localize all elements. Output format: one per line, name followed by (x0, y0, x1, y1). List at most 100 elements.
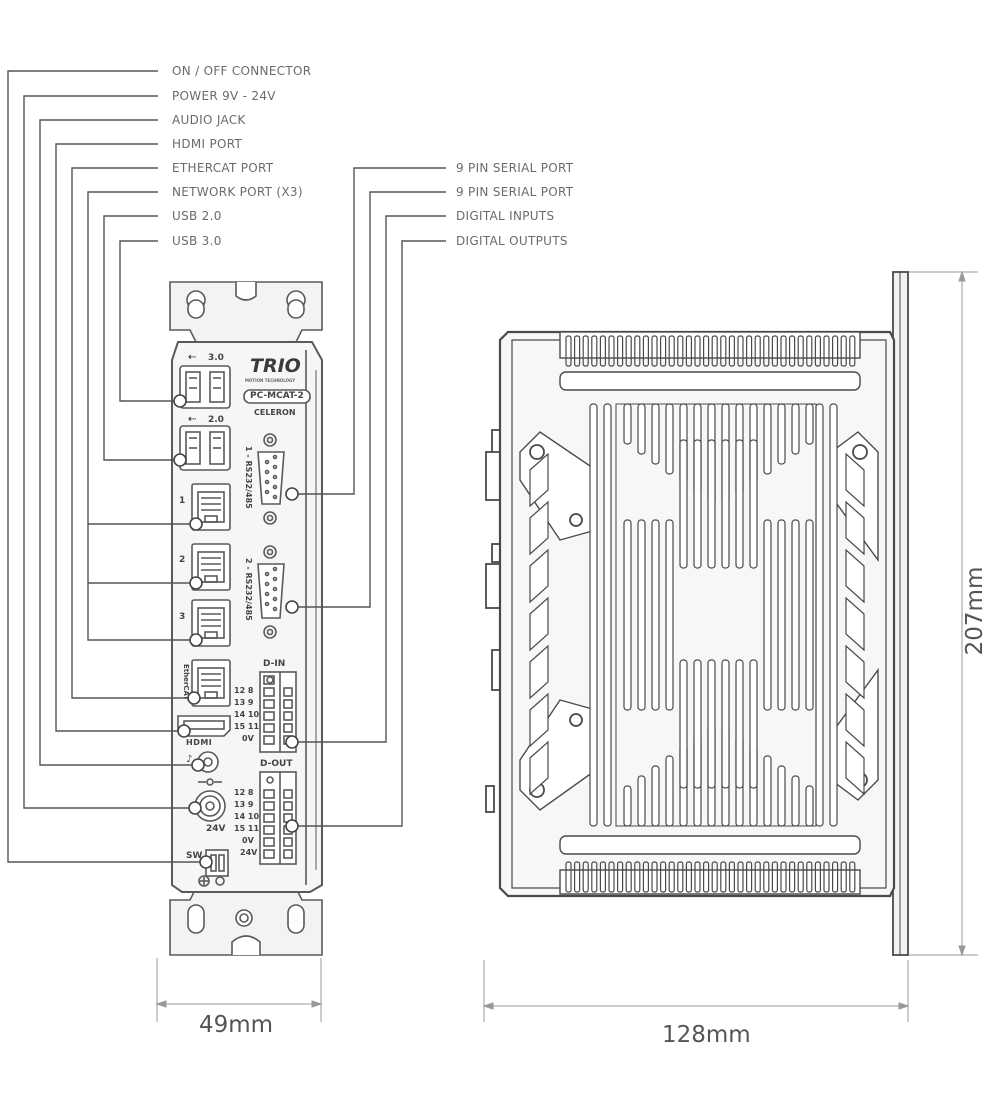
power-label: 24V (206, 824, 226, 834)
vent-slot (749, 439, 758, 569)
dout-row-2: 13 9 (234, 800, 254, 809)
fin (642, 335, 650, 367)
side-vent (845, 452, 865, 508)
fin (616, 335, 624, 367)
fin (591, 861, 598, 893)
vent-slot (679, 659, 688, 789)
fin (702, 335, 710, 367)
din-row-1: 12 8 (234, 686, 254, 695)
vent-slot (623, 519, 632, 711)
fin (651, 335, 658, 367)
fins-top (565, 335, 856, 367)
usb-icon: ⇠ (188, 352, 197, 363)
din-row-3: 14 10 (234, 710, 260, 719)
side-slots (529, 403, 865, 827)
switch-label: SW (186, 851, 203, 861)
callout-hdmi-port: HDMI PORT (172, 137, 243, 151)
dout-row-3: 14 10 (234, 812, 260, 821)
fin (745, 335, 753, 367)
din-row-4: 15 11 (234, 722, 260, 731)
fin (840, 861, 847, 893)
vent-slot (763, 755, 772, 827)
fin (608, 861, 615, 893)
fin (849, 861, 856, 893)
dimension-lines (155, 270, 978, 1022)
side-vent (845, 692, 865, 748)
fin (806, 335, 813, 367)
vent-slot (693, 439, 702, 569)
fin (711, 335, 718, 367)
fin (634, 335, 641, 367)
fins-bottom (565, 861, 856, 893)
callout-audio-jack: AUDIO JACK (172, 113, 246, 127)
fin (694, 861, 701, 893)
fin (763, 861, 770, 893)
side-vent (845, 596, 865, 652)
fin (582, 861, 589, 893)
dout-row-6: 24V (240, 848, 258, 857)
side-vent (529, 500, 549, 556)
fin (634, 861, 641, 893)
fin (659, 335, 667, 367)
fin (573, 335, 581, 367)
vent-slot (637, 403, 646, 455)
vent-slot (815, 403, 824, 827)
side-vent (529, 452, 549, 508)
fin (737, 335, 744, 367)
dimension-height: 207mm (962, 566, 988, 656)
vent-slot (623, 785, 632, 827)
fin (685, 861, 693, 893)
side-vent (529, 548, 549, 604)
fin (582, 335, 589, 367)
fin (616, 861, 624, 893)
vent-slot (665, 755, 674, 827)
side-vent (529, 644, 549, 700)
net2-label: 2 (179, 555, 186, 565)
vent-slot (805, 519, 814, 711)
dout-row-5: 0V (242, 836, 254, 845)
fin (814, 861, 822, 893)
vent-slot (693, 659, 702, 789)
fin (771, 335, 779, 367)
side-vent (529, 740, 549, 796)
side-vent (529, 692, 549, 748)
vent-slot (721, 439, 730, 569)
fin (565, 861, 572, 893)
usb-icon-2: ⇠ (188, 414, 197, 425)
fin (831, 335, 839, 367)
net3-label: 3 (179, 612, 186, 622)
vent-slot (791, 403, 800, 455)
fin (591, 335, 598, 367)
fin (685, 335, 693, 367)
fin (668, 335, 675, 367)
fin (608, 335, 615, 367)
fin (694, 335, 701, 367)
callout-serial-port-2: 9 PIN SERIAL PORT (456, 185, 574, 199)
fin (702, 861, 710, 893)
vent-slot (651, 403, 660, 465)
fin (573, 861, 581, 893)
fin (651, 861, 658, 893)
fin (797, 861, 804, 893)
vent-slot (603, 403, 612, 827)
vent-slot (721, 659, 730, 789)
fin (831, 861, 839, 893)
fin (642, 861, 650, 893)
serial2-label: 2 - RS232/485 (244, 558, 253, 621)
vent-slot (805, 403, 814, 445)
callout-usb-3: USB 3.0 (172, 234, 222, 248)
fin (659, 861, 667, 893)
vent-slot (763, 403, 772, 475)
vent-slot (805, 785, 814, 827)
vent-slot (749, 659, 758, 789)
vent-slot (777, 403, 786, 465)
vent-slot (763, 519, 772, 711)
fin (745, 861, 753, 893)
fin (599, 861, 607, 893)
fin (720, 861, 727, 893)
callout-usb-2: USB 2.0 (172, 209, 222, 223)
fin (823, 861, 830, 893)
vent-slot (651, 519, 660, 711)
